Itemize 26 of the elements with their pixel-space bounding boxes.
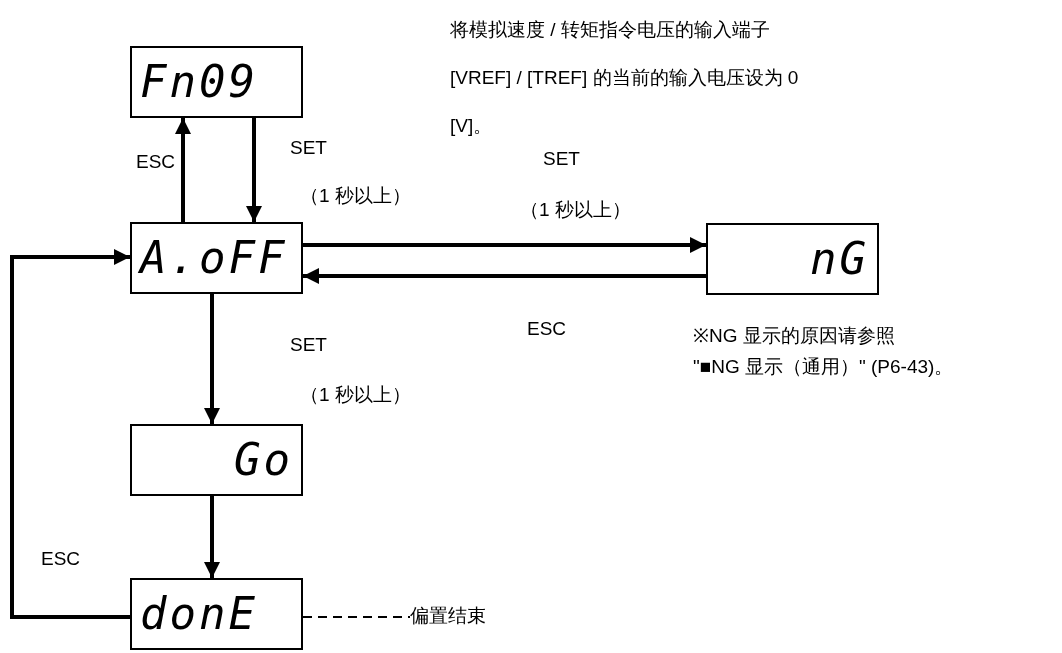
edge-label: ESC <box>41 548 81 570</box>
duration-label: （1 秒以上） <box>520 198 631 222</box>
note-text: ※NG 显示的原因请参照 <box>693 324 895 348</box>
edge-label: ESC <box>136 151 176 173</box>
edge-label: SET <box>290 137 327 159</box>
arrow <box>303 268 706 284</box>
display-box: nG <box>706 223 879 295</box>
note-text: 将模拟速度 / 转矩指令电压的输入端子 [VREF] / [TREF] 的当前的输入电压设为 0 [V]。 <box>450 18 800 138</box>
duration-label: （1 秒以上） <box>300 184 411 208</box>
edge-label: SET <box>543 148 580 170</box>
arrow <box>204 294 220 424</box>
edge-label: SET <box>290 334 327 356</box>
duration-label: （1 秒以上） <box>300 383 411 407</box>
note-text: "■NG 显示（通用）" (P6-43)。 <box>693 355 954 379</box>
arrow <box>204 496 220 578</box>
arrow <box>303 237 706 253</box>
arrow <box>246 118 262 222</box>
edge-label: ESC <box>527 318 567 340</box>
display-box: Fn09 <box>130 46 303 118</box>
display-box: donE <box>130 578 303 650</box>
annotation-text: 偏置结束 <box>410 603 514 631</box>
leader-line <box>302 616 411 618</box>
display-box: Go <box>130 424 303 496</box>
arrow <box>10 249 130 619</box>
arrow <box>175 118 191 222</box>
display-box: A.oFF <box>130 222 303 294</box>
